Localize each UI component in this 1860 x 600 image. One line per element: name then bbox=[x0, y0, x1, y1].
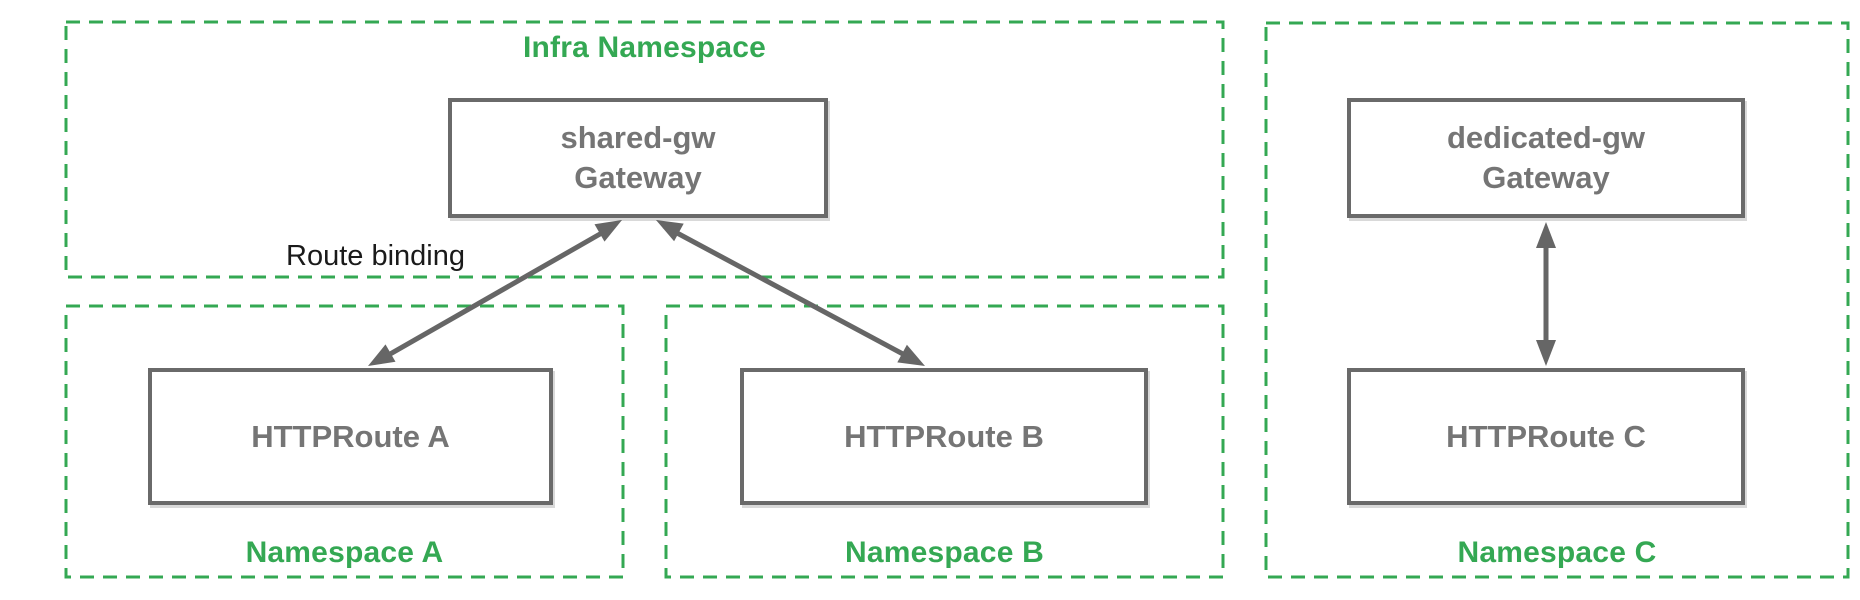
namespace-a-label: Namespace A bbox=[245, 536, 444, 569]
httproute-b-node: HTTPRoute B bbox=[740, 368, 1148, 505]
dedicated-gw-gateway-node-label: dedicated-gw Gateway bbox=[1447, 118, 1645, 198]
httproute-b-label: HTTPRoute B bbox=[844, 418, 1044, 454]
httproute-c-label: HTTPRoute C bbox=[1446, 418, 1646, 454]
shared-gw-name: shared-gw bbox=[560, 120, 716, 155]
shared-gw-kind: Gateway bbox=[574, 160, 702, 195]
namespace-b-border bbox=[664, 304, 1225, 579]
shared-gw-gateway-node-label: shared-gw Gateway bbox=[560, 118, 715, 198]
dedicated-gw-kind: Gateway bbox=[1482, 160, 1610, 195]
dedicated-gw-gateway-node: dedicated-gw Gateway bbox=[1347, 98, 1745, 218]
dedicated-gw-name: dedicated-gw bbox=[1446, 120, 1646, 155]
route-c-binding-arrow bbox=[1536, 222, 1556, 366]
namespace-c-label: Namespace C bbox=[1457, 536, 1657, 569]
infra-namespace-border bbox=[64, 20, 1225, 279]
namespace-b-label: Namespace B bbox=[845, 536, 1044, 569]
httproute-a-node: HTTPRoute A bbox=[148, 368, 553, 505]
route-binding-annotation: Route binding bbox=[286, 240, 465, 272]
httproute-a-label: HTTPRoute A bbox=[251, 418, 450, 454]
namespace-c-border bbox=[1264, 21, 1850, 579]
namespace-a-border bbox=[64, 304, 625, 579]
route-b-binding-arrow bbox=[656, 220, 925, 366]
httproute-c-node: HTTPRoute C bbox=[1347, 368, 1745, 505]
infra-namespace-label: Infra Namespace bbox=[522, 31, 767, 64]
route-a-binding-arrow bbox=[368, 220, 622, 366]
shared-gw-gateway-node: shared-gw Gateway bbox=[448, 98, 828, 218]
